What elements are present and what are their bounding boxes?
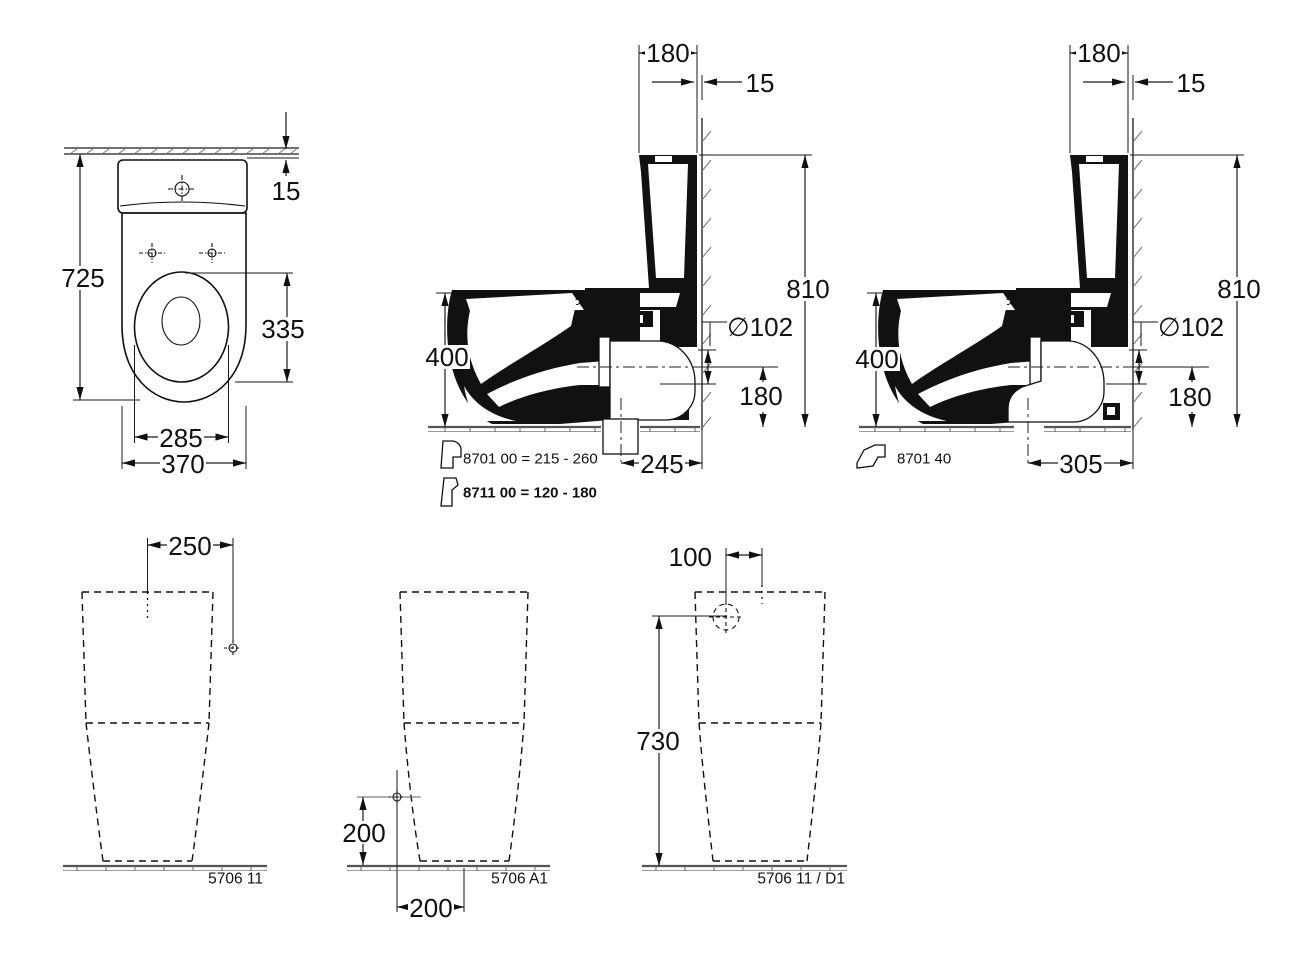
dim-inlet-height-label: 730	[636, 726, 679, 756]
dim-depth-label: 725	[61, 263, 104, 293]
dim-cistern-depth-label: 180	[1077, 38, 1120, 68]
outlet-flange	[1029, 336, 1042, 388]
dim-outlet-diameter-label: ∅102	[1158, 312, 1224, 342]
accessory-note-3: 8701 40	[856, 444, 951, 469]
front-view-5706-11-d1: 100 730 5706 11 / D1	[635, 542, 847, 888]
dim-wall-distance-label: 15	[272, 176, 301, 206]
accessory-label: 8701 00 = 215 - 260	[463, 451, 598, 468]
side-view-horizontal-outlet: 180 15 810 400 ∅102 180 305	[854, 38, 1262, 479]
dim-outlet-distance-label: 245	[640, 449, 683, 479]
accessory-note-1: 8701 00 = 215 - 260	[440, 440, 598, 469]
lid-button-crosshair	[168, 175, 196, 203]
dim-outlet-diameter-label: ∅102	[727, 312, 793, 342]
dim-inlet-offset-label: 100	[669, 542, 712, 572]
top-view: 15 725 335 285 370	[60, 112, 306, 479]
outlet-elbow	[609, 340, 696, 421]
supply-crosshair	[224, 640, 242, 656]
side-view-vertical-outlet: 180 15 810 400 ∅102 180 245	[424, 38, 831, 507]
seat-fixing-crosshair-left	[139, 243, 165, 263]
outlet-elbow-horizontal-icon	[856, 444, 886, 469]
pan-silhouette	[694, 591, 826, 862]
dim-outlet-distance-label: 305	[1059, 449, 1102, 479]
pan-silhouette	[81, 591, 214, 862]
dim-supply-offset-label: 250	[168, 531, 211, 561]
dim-rim-height-label: 400	[855, 344, 898, 374]
supply-crosshair	[388, 789, 406, 805]
floor-line	[859, 425, 1131, 432]
model-code-label: 5706 11	[208, 871, 263, 888]
dim-seat-length-label: 335	[261, 314, 304, 344]
accessory-label: 8711 00 = 120 - 180	[463, 485, 597, 502]
dim-total-height-label: 810	[786, 274, 829, 304]
outlet-elbow-down-icon	[440, 440, 462, 469]
front-view-5706-a1: 200 200 5706 A1	[341, 591, 550, 923]
floor-line	[347, 864, 550, 871]
pan-outline	[121, 212, 247, 403]
floor-line	[642, 864, 847, 871]
model-code-label: 5706 A1	[491, 871, 548, 888]
seat-fixing-crosshair-right	[199, 243, 225, 263]
floor-line	[63, 864, 267, 871]
water-surface-outline	[161, 296, 201, 346]
cistern-lid-edge	[119, 201, 246, 207]
dim-outlet-height-label: 180	[1168, 382, 1211, 412]
wall-hatching	[69, 147, 299, 155]
floor-line	[428, 425, 700, 432]
dim-supply-height-label: 200	[342, 818, 385, 848]
dim-outlet-diameter-leader	[702, 321, 727, 346]
dim-supply-offset-label: 200	[409, 893, 452, 923]
outlet-elbow	[1007, 340, 1105, 423]
dim-outlet-height-label: 180	[739, 381, 782, 411]
dim-outlet-diameter-leader	[1133, 321, 1158, 346]
accessory-label: 8701 40	[897, 451, 951, 468]
dim-seat-width-label: 285	[159, 423, 202, 453]
outlet-pipe-vertical-icon	[440, 477, 459, 507]
dim-cistern-depth-label: 180	[646, 38, 689, 68]
water-inlet-circle	[709, 601, 743, 633]
outlet-flange	[598, 336, 611, 388]
dim-total-height-label: 810	[1217, 274, 1260, 304]
dim-rim-height-label: 400	[425, 342, 468, 372]
accessory-note-2: 8711 00 = 120 - 180	[440, 477, 597, 507]
pan-silhouette	[399, 591, 529, 862]
dim-wall-distance-label: 15	[746, 68, 775, 98]
dim-wall-distance-label: 15	[1177, 68, 1206, 98]
front-view-5706-11: 250 5706 11	[63, 531, 267, 888]
seat-cutout-outline	[133, 271, 230, 383]
model-code-label: 5706 11 / D1	[757, 871, 845, 888]
dim-width-label: 370	[161, 449, 204, 479]
